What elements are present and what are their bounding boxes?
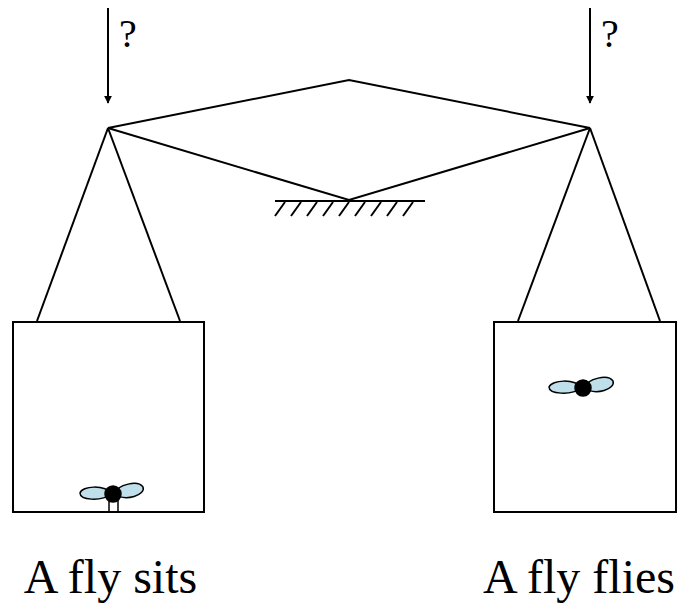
caption-text: A fly sits [24,553,197,601]
pivot-support [275,201,425,216]
force-arrow [108,8,590,103]
hanging-box: A fly sits [12,321,205,513]
suspension-strings [37,128,660,321]
sitting-fly [80,483,143,513]
unknown-force-mark: ? [601,14,619,54]
balance-beam [108,80,590,200]
flying-fly [549,377,613,396]
caption-text: A fly flies [483,553,675,601]
hanging-box: A fly flies [493,321,677,513]
unknown-force-mark: ? [119,14,137,54]
